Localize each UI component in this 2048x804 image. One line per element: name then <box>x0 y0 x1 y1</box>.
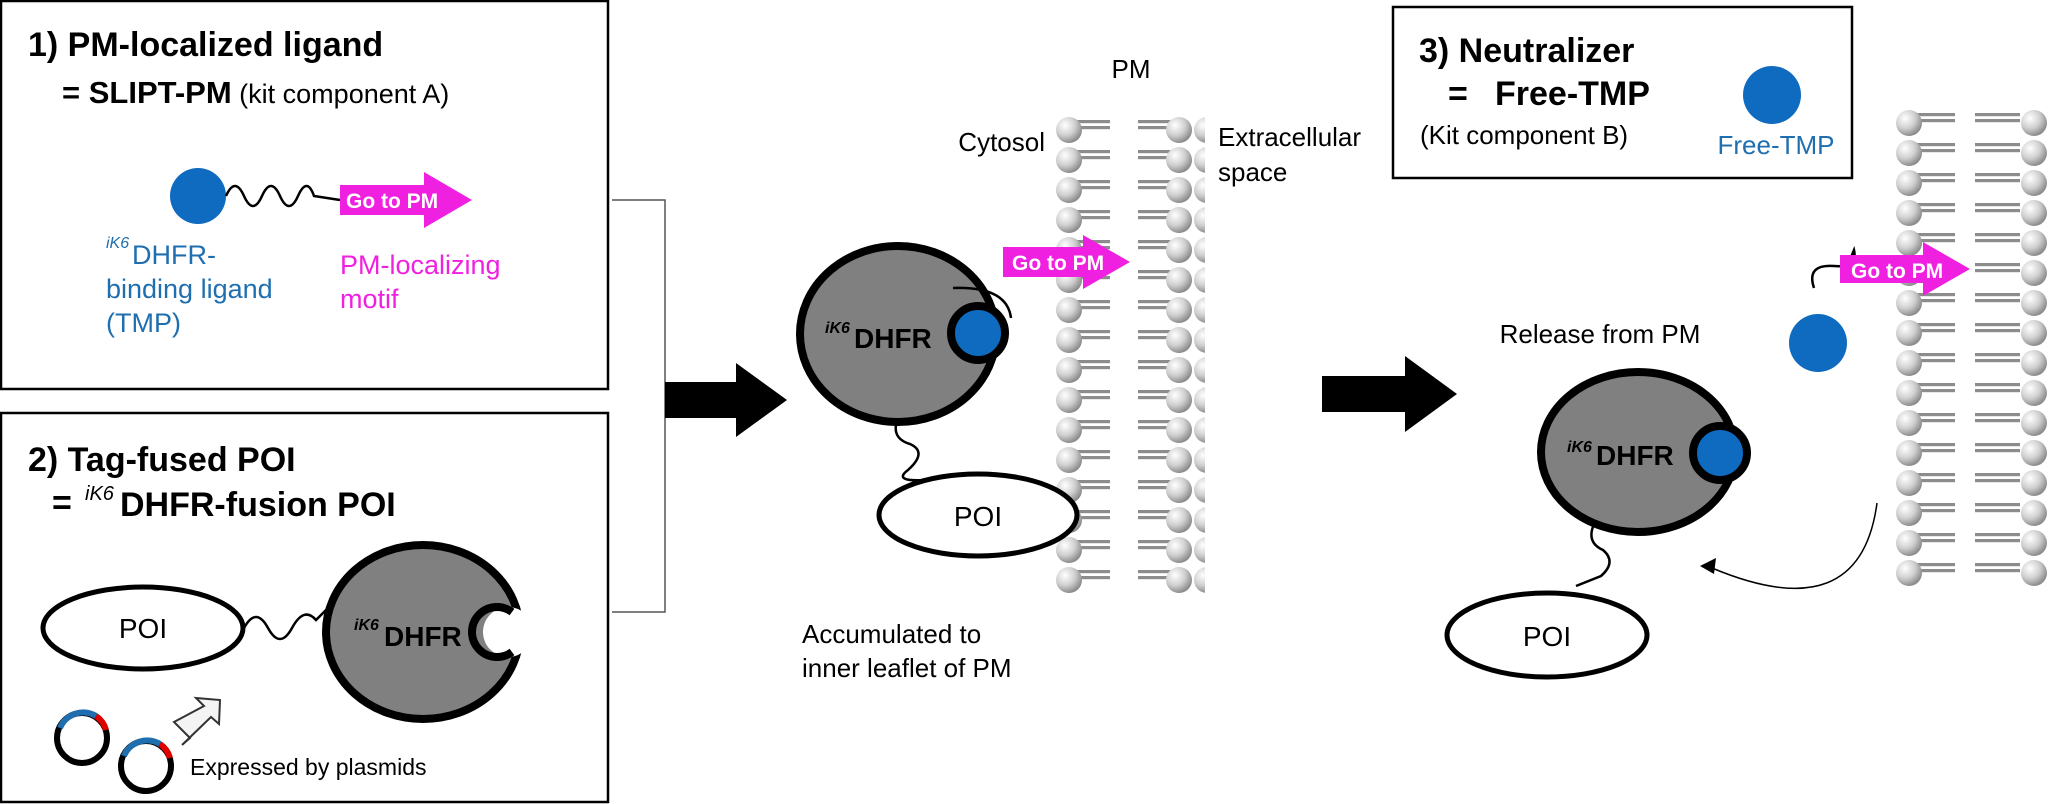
tmp-ligand-dot <box>170 168 226 224</box>
step-arrow-2 <box>1322 356 1457 432</box>
poi-label: POI <box>119 613 167 644</box>
panel-tag-fused-poi: 2) Tag-fused POI = iK6 DHFR-fusion POI P… <box>0 411 610 804</box>
middle-accumulation-scene: PM Cytosol Extracellular space iK6 DHFR … <box>796 54 1361 683</box>
free-tmp-label: Free-TMP <box>1718 130 1835 160</box>
middle-poi-linker <box>894 417 949 484</box>
release-label: Release from PM <box>1500 319 1701 349</box>
right-poi-linker <box>1575 521 1611 588</box>
pm-label: PM <box>1112 54 1151 84</box>
right-poi-ellipse <box>1444 590 1650 680</box>
middle-tmp-dot <box>947 302 1009 364</box>
right-go-to-pm-label: Go to PM <box>1851 260 1943 283</box>
panel1-subtitle: = SLIPT-PM (kit component A) <box>62 75 449 110</box>
panel2-frame <box>0 411 610 804</box>
poi-ellipse <box>40 584 246 672</box>
membrane-bilayer-right <box>1895 110 2048 590</box>
right-dhfr-label: DHFR <box>1596 440 1674 471</box>
middle-poi-ellipse <box>876 471 1080 559</box>
ligand-label-line2: binding ligand <box>106 274 273 304</box>
free-tmp-dot <box>1743 66 1801 124</box>
panel1-frame <box>0 0 610 391</box>
middle-poi-label: POI <box>954 501 1002 532</box>
ligand-label-line3: (TMP) <box>106 308 181 338</box>
caption-line2: inner leaflet of PM <box>802 653 1012 683</box>
panel2-eq-name: DHFR-fusion POI <box>120 486 396 524</box>
go-to-pm-label: Go to PM <box>346 190 438 213</box>
right-free-ligand-dot <box>1789 314 1847 372</box>
plasmid-label: Expressed by plasmids <box>190 754 427 780</box>
membrane-bilayer-middle <box>1055 117 1205 597</box>
extracellular-label-line1: Extracellular <box>1218 122 1361 152</box>
panel3-eq-name: Free-TMP <box>1495 75 1650 113</box>
right-release-scene: Release from PM Go to PM iK6 DHFR POI <box>1444 110 2048 680</box>
release-curve-arrowhead <box>1700 558 1716 574</box>
ligand-label-superscript: iK6 <box>106 235 129 252</box>
right-poi-label: POI <box>1523 621 1571 652</box>
dhfr-pocket-outline <box>468 603 515 661</box>
right-go-to-pm-arrow <box>1840 242 1970 296</box>
panel1-eq-prefix: = <box>62 75 89 110</box>
panel1-eq-note: (kit component A) <box>232 79 450 109</box>
caption-line1: Accumulated to <box>802 619 981 649</box>
extracellular-label-line2: space <box>1218 157 1287 187</box>
expression-arrow-icon <box>172 696 222 746</box>
panel1-title: 1) PM-localized ligand <box>28 26 383 64</box>
panel3-frame <box>1391 5 1854 180</box>
panel-neutralizer: 3) Neutralizer = Free-TMP (Kit component… <box>1391 5 1854 180</box>
plasmid-icon-1 <box>54 709 110 766</box>
panel-bracket <box>612 199 666 613</box>
go-to-pm-arrow <box>340 172 472 228</box>
motif-label-line2: motif <box>340 284 399 314</box>
ligand-label-line1: DHFR- <box>132 240 216 270</box>
panel2-eq-prefix: = <box>52 484 72 522</box>
middle-ligand-linker <box>952 286 1013 319</box>
middle-dhfr-label: DHFR <box>854 323 932 354</box>
motif-label-line1: PM-localizing <box>340 250 501 280</box>
panel3-eq-prefix: = <box>1448 75 1487 113</box>
ligand-linker <box>224 184 341 208</box>
right-bound-tmp-dot <box>1689 422 1751 484</box>
middle-dhfr-superscript: iK6 <box>825 320 850 337</box>
panel1-eq-name: SLIPT-PM <box>89 75 232 110</box>
step-arrow-1 <box>665 363 787 437</box>
middle-go-to-pm-label: Go to PM <box>1012 252 1104 275</box>
dhfr-shape <box>322 541 524 723</box>
panel3-note: (Kit component B) <box>1420 120 1628 150</box>
release-curve-arrow <box>1711 502 1878 590</box>
poi-linker <box>242 607 329 641</box>
dhfr-superscript: iK6 <box>354 617 379 634</box>
panel2-eq-superscript: iK6 <box>85 483 115 505</box>
cytosol-label: Cytosol <box>958 127 1045 157</box>
panel3-title: 3) Neutralizer <box>1419 32 1634 70</box>
middle-go-to-pm-arrow <box>1003 235 1130 289</box>
right-dhfr-superscript: iK6 <box>1567 439 1592 456</box>
plasmid-icon-2 <box>118 737 174 794</box>
panel-pm-localized-ligand: 1) PM-localized ligand = SLIPT-PM (kit c… <box>0 0 610 391</box>
dhfr-label: DHFR <box>384 621 462 652</box>
panel2-title: 2) Tag-fused POI <box>28 441 296 479</box>
